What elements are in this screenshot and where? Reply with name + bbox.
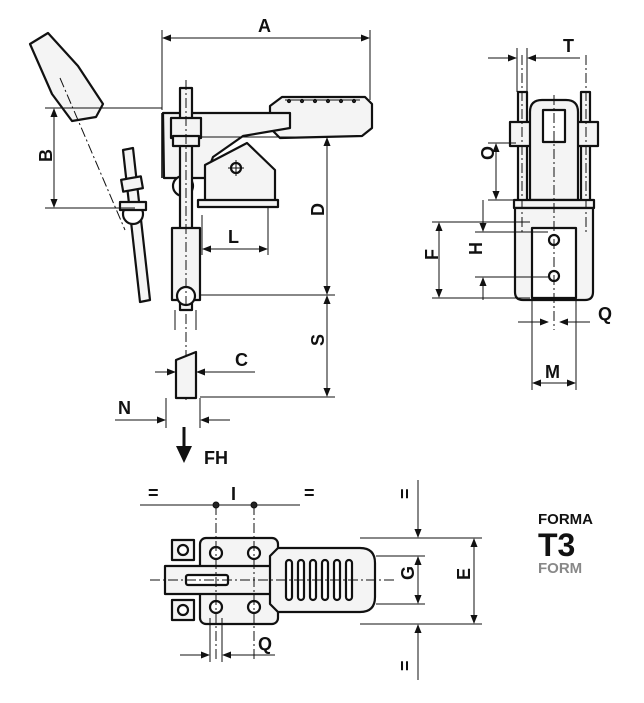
dim-M: M: [531, 300, 577, 390]
dim-Q-side: Q: [518, 304, 612, 326]
label-B: B: [36, 149, 56, 162]
form-badge: FORMA T3 FORM: [538, 511, 593, 577]
label-Q-top: Q: [258, 634, 272, 654]
closed-handle: [268, 95, 374, 140]
form-line3: FORM: [538, 560, 582, 577]
label-C: C: [235, 350, 248, 370]
dim-Q-top: Q: [180, 618, 275, 662]
dim-E: E = =: [360, 480, 482, 680]
form-line2: T3: [538, 527, 575, 563]
label-I: I: [231, 484, 236, 504]
dim-G: G: [376, 555, 425, 605]
label-eq-right: =: [304, 483, 315, 503]
label-D: D: [308, 203, 328, 216]
label-T: T: [563, 36, 574, 56]
label-eq-bottom: =: [395, 660, 415, 671]
open-handle-ghost: [28, 31, 152, 304]
label-M: M: [545, 362, 560, 382]
dim-S: S: [200, 295, 335, 398]
label-S: S: [308, 334, 328, 346]
dim-L: L: [201, 208, 269, 255]
dim-D: D: [200, 136, 335, 296]
dim-A: A: [161, 16, 371, 110]
dim-T: T: [488, 36, 580, 92]
dim-N: N: [115, 398, 230, 428]
label-O: O: [478, 146, 498, 160]
side-view: A B D S L: [28, 16, 374, 468]
label-FH: FH: [204, 448, 228, 468]
label-eq-left: =: [148, 483, 159, 503]
dim-C: C: [155, 350, 255, 376]
label-E: E: [454, 568, 474, 580]
force-FH: FH: [176, 427, 228, 468]
label-N: N: [118, 398, 131, 418]
top-view: I = = G E = = Q: [140, 480, 482, 680]
dim-H: H: [466, 200, 548, 300]
dim-O: O: [478, 142, 516, 201]
label-H: H: [466, 242, 486, 255]
front-view: T O F H Q: [422, 36, 612, 390]
label-Q-side: Q: [598, 304, 612, 324]
label-F: F: [422, 249, 442, 260]
label-A: A: [258, 16, 271, 36]
dim-I: I = =: [140, 483, 315, 509]
dim-B: B: [36, 107, 162, 209]
label-G: G: [398, 566, 418, 580]
form-line1: FORMA: [538, 511, 593, 528]
label-eq-top: =: [395, 488, 415, 499]
label-L: L: [228, 227, 239, 247]
dim-F: F: [422, 221, 530, 299]
spindle: [169, 80, 203, 400]
